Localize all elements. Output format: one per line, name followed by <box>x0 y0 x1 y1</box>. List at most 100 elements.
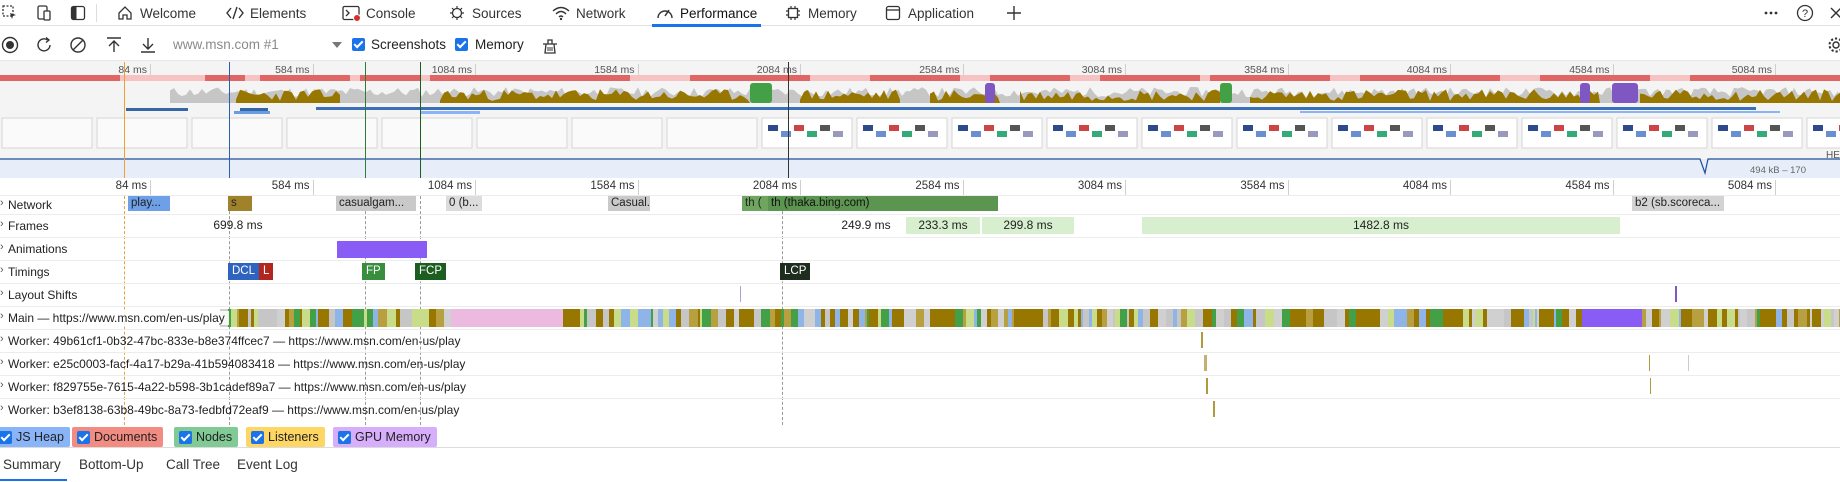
fp-marker[interactable]: FP <box>362 263 385 280</box>
device-toolbar-icon[interactable] <box>34 3 54 23</box>
network-request[interactable]: 0 (b... <box>446 196 482 211</box>
tab-label: Memory <box>808 5 857 21</box>
tab-event-log[interactable]: Event Log <box>237 457 298 472</box>
profile-select[interactable]: www.msn.com #1 <box>173 37 279 52</box>
track-worker[interactable]: Worker: e25c0003-facf-4a17-b29a-41b59408… <box>0 356 465 371</box>
ruler-tick-label: 1584 ms <box>590 180 635 192</box>
memory-counters-legend: JS Heap Documents Nodes Listeners GPU Me… <box>0 425 1840 447</box>
tab-welcome[interactable]: Welcome <box>116 0 196 26</box>
garbage-collect-icon[interactable] <box>540 35 560 55</box>
more-options-icon[interactable] <box>1761 3 1781 23</box>
main-thread-activity[interactable] <box>0 309 1840 327</box>
frame[interactable]: 699.8 ms <box>213 218 263 232</box>
dock-sidebar-icon[interactable] <box>68 3 88 23</box>
tab-call-tree[interactable]: Call Tree <box>166 457 221 472</box>
ruler-tick-label: 1084 ms <box>427 180 472 192</box>
dcl-marker-line <box>124 62 125 178</box>
listeners-toggle[interactable]: Listeners <box>246 427 325 447</box>
worker-task[interactable] <box>1206 378 1208 394</box>
flame-chart[interactable]: Network play... s casualgam... 0 (b... C… <box>0 196 1840 425</box>
worker-task[interactable] <box>1650 378 1651 394</box>
track-main[interactable]: Main — https://www.msn.com/en-us/play <box>0 310 229 325</box>
tab-summary[interactable]: Summary <box>0 457 67 481</box>
ruler-tick-label: 84 ms <box>118 64 147 76</box>
worker-task[interactable] <box>1688 355 1689 371</box>
network-request[interactable]: Casual... <box>608 196 650 211</box>
tab-label: Network <box>576 5 626 21</box>
tab-sources[interactable]: Sources <box>448 0 522 26</box>
download-icon[interactable] <box>138 35 158 55</box>
track-worker[interactable]: Worker: f829755e-7615-4a22-b598-3b1cadef… <box>0 379 466 394</box>
animation-block[interactable] <box>337 241 427 258</box>
tab-network[interactable]: Network <box>552 0 626 26</box>
frame[interactable]: 299.8 ms <box>982 217 1074 234</box>
tab-application[interactable]: Application <box>884 0 974 26</box>
worker-task[interactable] <box>1204 355 1207 371</box>
fcp-marker-line <box>420 62 421 178</box>
ruler-tick-label: 3084 ms <box>1077 180 1122 192</box>
inspect-element-icon[interactable] <box>0 3 20 23</box>
clear-icon[interactable] <box>68 35 88 55</box>
performance-toolbar: www.msn.com #1 Screenshots Memory <box>0 29 1840 61</box>
tab-performance[interactable]: Performance <box>651 0 762 27</box>
lcp-marker-line <box>788 62 789 178</box>
frame[interactable]: 233.3 ms <box>906 217 980 234</box>
ruler-tick-label: 584 ms <box>271 180 310 192</box>
frame[interactable]: 249.9 ms <box>841 218 891 232</box>
reload-record-icon[interactable] <box>34 35 54 55</box>
ruler-tick-label: 4584 ms <box>1569 64 1610 76</box>
network-request[interactable]: th (thaka.bing.com) <box>768 196 998 211</box>
window-icon <box>884 4 902 22</box>
frame[interactable]: 1482.8 ms <box>1142 217 1620 234</box>
home-icon <box>116 4 134 22</box>
worker-task[interactable] <box>1649 355 1650 371</box>
network-request[interactable]: play... <box>128 196 170 211</box>
screenshots-checkbox[interactable] <box>352 38 365 51</box>
tab-label: Welcome <box>140 5 197 21</box>
documents-toggle[interactable]: Documents <box>72 427 164 447</box>
worker-task[interactable] <box>1213 401 1215 417</box>
tab-console[interactable]: Console <box>342 0 416 26</box>
capture-settings-icon[interactable] <box>1826 35 1840 55</box>
tab-elements[interactable]: Elements <box>226 0 306 26</box>
track-network[interactable]: Network <box>0 197 52 212</box>
track-timings[interactable]: Timings <box>0 264 49 279</box>
ruler-tick-label: 4084 ms <box>1402 180 1447 192</box>
memory-checkbox[interactable] <box>455 38 468 51</box>
lcp-marker[interactable]: LCP <box>780 263 811 280</box>
ruler-tick-label: 1084 ms <box>431 64 472 76</box>
track-worker[interactable]: Worker: 49b61cf1-0b32-47bc-833e-b8e374ff… <box>0 333 460 348</box>
track-layout-shifts[interactable]: Layout Shifts <box>0 287 77 302</box>
ruler-tick-label: 3084 ms <box>1081 64 1122 76</box>
tab-memory[interactable]: Memory <box>784 0 857 26</box>
layout-shift[interactable] <box>740 286 741 302</box>
upload-icon[interactable] <box>104 35 124 55</box>
add-tool-icon[interactable] <box>1004 3 1024 23</box>
close-icon[interactable] <box>1826 3 1840 23</box>
fcp-marker[interactable]: FCP <box>415 263 446 280</box>
ruler-tick-label: 584 ms <box>275 64 310 76</box>
record-icon[interactable] <box>0 35 20 55</box>
gpu-memory-toggle[interactable]: GPU Memory <box>333 427 437 447</box>
track-worker[interactable]: Worker: b3ef8138-63b8-49bc-8a73-fedbfd72… <box>0 402 459 417</box>
layout-shift[interactable] <box>1675 286 1677 302</box>
legend-label: Documents <box>94 430 158 444</box>
worker-task[interactable] <box>1201 332 1203 348</box>
dcl-marker[interactable]: DCL <box>228 263 260 280</box>
help-icon[interactable]: ? <box>1795 3 1815 23</box>
track-frames[interactable]: Frames <box>0 218 49 233</box>
network-request[interactable]: b2 (sb.scoreca... <box>1632 196 1724 211</box>
tab-bottom-up[interactable]: Bottom-Up <box>79 457 144 472</box>
network-request[interactable]: casualgam... <box>336 196 416 211</box>
track-animations[interactable]: Animations <box>0 241 67 256</box>
chevron-down-icon[interactable] <box>332 42 342 48</box>
ruler-gridline <box>312 180 314 196</box>
legend-label: Listeners <box>268 430 319 444</box>
nodes-toggle[interactable]: Nodes <box>174 427 239 447</box>
load-marker[interactable]: L <box>259 263 274 280</box>
ruler-tick-label: 5084 ms <box>1727 180 1772 192</box>
network-request[interactable]: s <box>228 196 252 211</box>
js-heap-toggle[interactable]: JS Heap <box>0 427 70 447</box>
